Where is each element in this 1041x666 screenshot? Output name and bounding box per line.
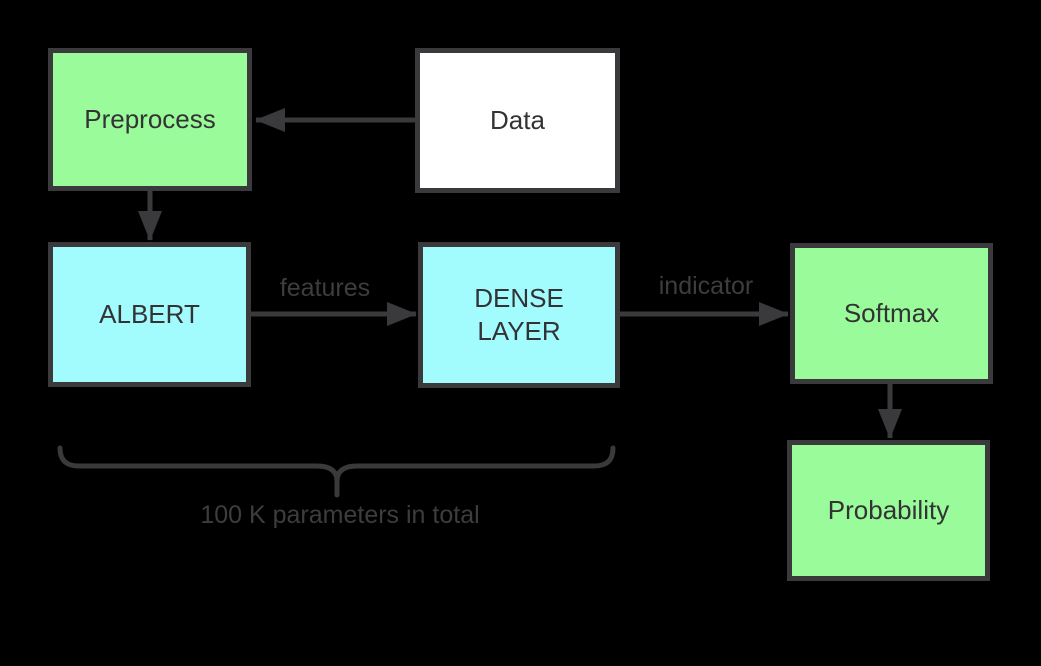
brace-label: 100 K parameters in total	[200, 501, 480, 529]
node-preprocess-label: Preprocess	[84, 104, 216, 134]
edge-label-indicator: indicator	[658, 272, 754, 300]
underbrace	[57, 445, 616, 498]
node-albert: ALBERT	[48, 242, 251, 387]
node-softmax: Softmax	[790, 243, 993, 384]
node-data: Data	[415, 48, 620, 193]
node-albert-label: ALBERT	[99, 299, 200, 329]
node-probability-label: Probability	[827, 495, 950, 525]
node-data-label: Data	[490, 105, 545, 135]
node-preprocess: Preprocess	[48, 48, 252, 191]
node-dense-layer: DENSE LAYER	[418, 242, 620, 388]
node-probability: Probability	[787, 440, 990, 581]
edge-label-features: features	[279, 274, 371, 302]
node-dense-layer-label: DENSE LAYER	[474, 283, 564, 346]
node-softmax-label: Softmax	[843, 298, 940, 328]
